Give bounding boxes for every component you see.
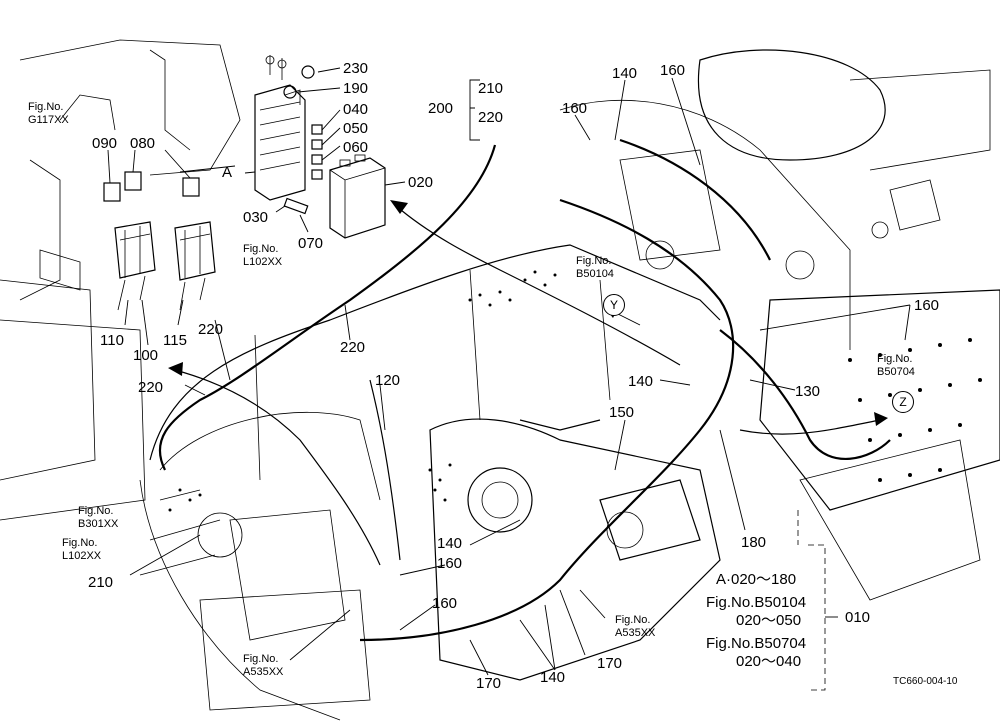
part-label-160-b: 160: [660, 62, 686, 79]
part-label-220-b: 220: [340, 339, 366, 356]
fig-ref-a535xx-b: Fig.No.A535XX: [615, 614, 656, 639]
screws: [265, 55, 315, 99]
part-label-050: 050: [343, 120, 369, 137]
part-label-120: 120: [375, 372, 401, 389]
part-label-170-b: 170: [476, 675, 502, 692]
part-label-160-e: 160: [432, 595, 458, 612]
starter-motor: [599, 479, 701, 561]
hood-front: [159, 411, 381, 501]
part-label-115: 115: [163, 332, 187, 349]
hood-lines: [254, 269, 611, 481]
part-label-140-d: 140: [540, 669, 566, 686]
dash-harness: [619, 138, 771, 261]
engine-block: [429, 418, 721, 681]
part-label-030: 030: [243, 209, 269, 226]
kit-line-3: 020～050: [736, 612, 802, 629]
part-label-190: 190: [343, 80, 369, 97]
relay-box: [329, 154, 386, 239]
battery: [199, 589, 371, 711]
drawing-code: TC660-004-10: [893, 676, 958, 687]
switch-panel: [889, 179, 941, 231]
part-label-160-a: 160: [562, 100, 588, 117]
bracket-plate: [39, 249, 81, 291]
fuse-070: [283, 197, 309, 215]
part-label-200: 200: [428, 100, 454, 117]
view-marker-z: Z: [892, 391, 914, 413]
part-label-210-b: 210: [88, 574, 114, 591]
glow-wire: [519, 419, 601, 431]
steering-wheel: [698, 49, 886, 161]
part-label-210-a: 210: [478, 80, 504, 97]
frame-plate-top: [19, 39, 241, 176]
part-label-220-c: 220: [138, 379, 164, 396]
fig-ref-l102xx-a: Fig.No.L102XX: [243, 243, 283, 268]
leader-lines: [107, 67, 911, 676]
part-label-170-a: 170: [597, 655, 623, 672]
part-label-160-d: 160: [437, 555, 463, 572]
view-marker-y: Y: [603, 294, 625, 316]
hood-outline: [149, 244, 721, 461]
sensor-wire: [369, 379, 401, 561]
headlight: [197, 512, 243, 558]
part-label-130: 130: [795, 383, 821, 400]
part-label-010: 010: [845, 609, 871, 626]
bracket-arm: [59, 94, 116, 131]
frame-plate-left: [19, 159, 61, 301]
relays: [103, 171, 200, 202]
dash-panel: [559, 99, 851, 350]
kit-composition: A·020～180 Fig.No.B50104 020～050 Fig.No.B…: [706, 571, 806, 671]
part-label-140-c: 140: [437, 535, 463, 552]
kit-line-5: 020～040: [736, 653, 802, 670]
part-label-110: 110: [100, 332, 124, 349]
fig-ref-a535xx-a: Fig.No.A535XX: [243, 653, 284, 678]
fig-ref-g117xx: Fig.No.G117XX: [28, 101, 69, 126]
part-label-060: 060: [343, 139, 369, 156]
part-label-080: 080: [130, 135, 156, 152]
part-label-220-a: 220: [198, 321, 224, 338]
floor-tread: [848, 338, 982, 482]
part-label-160-c: 160: [914, 297, 940, 314]
frame-lower-panel: [0, 319, 146, 521]
kit-line-2: Fig.No.B50104: [706, 594, 807, 611]
kit-line-1: A·020～180: [716, 571, 797, 588]
grille-outline: [139, 479, 341, 721]
kit-line-4: Fig.No.B50704: [706, 635, 807, 652]
kit-bracket: [808, 544, 826, 691]
fig-ref-b50104: Fig.No.B50104: [576, 255, 614, 280]
part-label-180: 180: [741, 534, 767, 551]
floor-harness: [719, 329, 891, 461]
part-label-040: 040: [343, 101, 369, 118]
instrument-cluster: [619, 149, 721, 261]
part-label-140-b: 140: [628, 373, 654, 390]
texture-dots: [168, 270, 557, 512]
part-label-150: 150: [609, 404, 635, 421]
fig-ref-b50704: Fig.No.B50704: [877, 353, 915, 378]
front-harness: [158, 144, 497, 471]
part-label-140-a: 140: [612, 65, 638, 82]
part-label-230: 230: [343, 60, 369, 77]
part-label-a: A: [222, 164, 233, 181]
part-label-090: 090: [92, 135, 118, 152]
frame-side-panel: [0, 279, 96, 481]
part-label-070: 070: [298, 235, 324, 252]
relay-sockets: [114, 221, 216, 311]
floor-plate: [759, 289, 1000, 511]
part-label-220-d: 220: [478, 109, 504, 126]
main-harness: [359, 198, 735, 642]
fuse-set: [311, 124, 323, 180]
fig-ref-l102xx-b: Fig.No.L102XX: [62, 537, 102, 562]
part-label-100: 100: [133, 347, 159, 364]
support-bracket: [149, 49, 191, 151]
part-label-020: 020: [408, 174, 434, 191]
alternator: [467, 467, 533, 533]
fig-ref-b301xx: Fig.No.B301XX: [78, 505, 119, 530]
grille: [229, 509, 346, 641]
fuse-box: [254, 84, 306, 201]
dash-cover: [849, 69, 991, 171]
step: [799, 439, 981, 601]
